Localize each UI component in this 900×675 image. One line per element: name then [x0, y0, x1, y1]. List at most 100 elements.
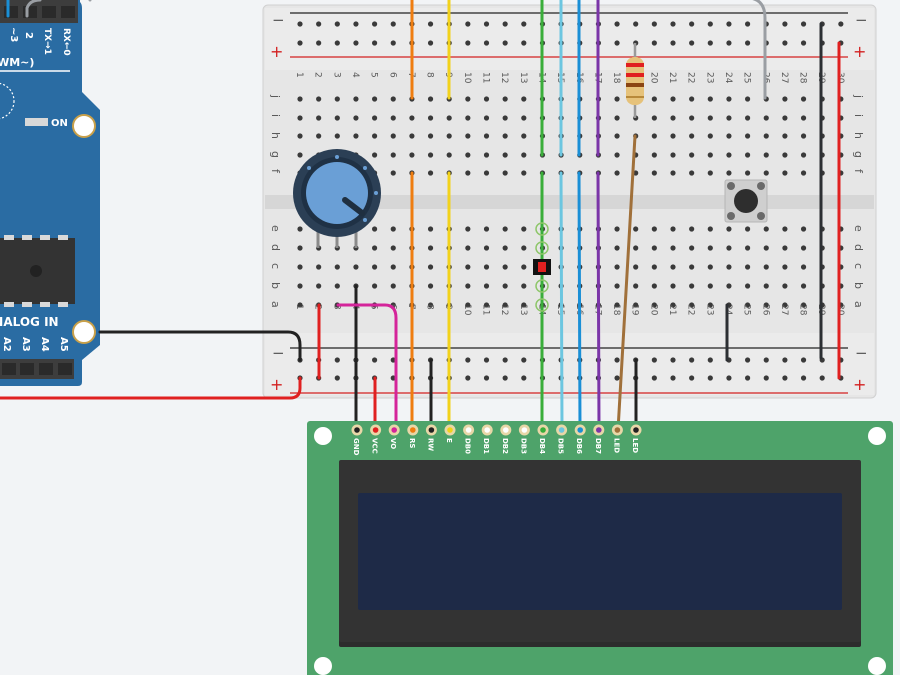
breadboard-hole[interactable] [483, 264, 490, 270]
rail-hole[interactable] [353, 21, 359, 27]
breadboard-hole[interactable] [427, 245, 434, 251]
breadboard-hole[interactable] [483, 115, 490, 121]
breadboard-hole[interactable] [670, 302, 676, 308]
breadboard-hole[interactable] [800, 283, 807, 289]
breadboard-hole[interactable] [521, 152, 527, 158]
breadboard-hole[interactable] [427, 283, 434, 289]
rail-hole[interactable] [689, 40, 695, 46]
breadboard-hole[interactable] [745, 283, 751, 289]
wire-db7-lower[interactable] [596, 171, 601, 432]
rail-hole[interactable] [707, 375, 713, 381]
rail-hole[interactable] [745, 40, 751, 46]
rail-hole[interactable] [334, 357, 340, 363]
breadboard-hole[interactable] [800, 152, 807, 158]
rail-hole[interactable] [707, 21, 713, 27]
rail-hole[interactable] [353, 40, 359, 46]
wire-db5-lower[interactable] [559, 171, 564, 432]
breadboard-hole[interactable] [651, 170, 657, 176]
breadboard-hole[interactable] [800, 133, 807, 139]
breadboard-hole[interactable] [372, 115, 378, 121]
breadboard-hole[interactable] [372, 133, 378, 139]
breadboard-hole[interactable] [465, 152, 471, 158]
breadboard-hole[interactable] [483, 152, 490, 158]
breadboard-hole[interactable] [409, 115, 415, 121]
breadboard-hole[interactable] [707, 302, 713, 308]
rail-hole[interactable] [707, 357, 713, 363]
led-indicator[interactable] [533, 222, 551, 312]
breadboard-hole[interactable] [372, 226, 378, 232]
rail-hole[interactable] [483, 40, 490, 46]
rail-hole[interactable] [633, 21, 639, 27]
rail-hole[interactable] [726, 40, 732, 46]
rail-hole[interactable] [745, 375, 751, 381]
rail-hole[interactable] [707, 40, 713, 46]
rail-hole[interactable] [745, 21, 751, 27]
breadboard-hole[interactable] [651, 226, 657, 232]
breadboard-hole[interactable] [670, 264, 676, 270]
breadboard-hole[interactable] [689, 283, 695, 289]
breadboard-hole[interactable] [707, 133, 713, 139]
rail-hole[interactable] [670, 40, 676, 46]
breadboard-hole[interactable] [782, 264, 788, 270]
breadboard-hole[interactable] [427, 170, 434, 176]
breadboard-hole[interactable] [782, 302, 788, 308]
breadboard-hole[interactable] [614, 283, 620, 289]
breadboard-hole[interactable] [465, 245, 471, 251]
rail-hole[interactable] [521, 40, 527, 46]
wire-arduino-d2[interactable] [25, 0, 42, 18]
pushbutton[interactable] [724, 179, 768, 223]
breadboard-hole[interactable] [633, 226, 639, 232]
breadboard-hole[interactable] [707, 152, 713, 158]
rail-hole[interactable] [521, 357, 527, 363]
breadboard-hole[interactable] [390, 264, 396, 270]
breadboard-hole[interactable] [372, 96, 378, 102]
rail-hole[interactable] [372, 357, 378, 363]
rail-hole[interactable] [726, 375, 732, 381]
rail-hole[interactable] [614, 375, 620, 381]
breadboard-hole[interactable] [334, 264, 340, 270]
rail-hole[interactable] [465, 357, 471, 363]
breadboard-hole[interactable] [297, 283, 303, 289]
digital-header[interactable] [0, 0, 78, 23]
breadboard-hole[interactable] [614, 264, 620, 270]
rail-hole[interactable] [427, 40, 434, 46]
breadboard-hole[interactable] [689, 302, 695, 308]
arduino-board[interactable]: ~3 2 TX→1 RX←0 (PWM~) ON ANALOG IN A2 A3… [0, 0, 100, 386]
breadboard-hole[interactable] [763, 226, 769, 232]
breadboard-hole[interactable] [502, 133, 508, 139]
rail-hole[interactable] [521, 21, 527, 27]
breadboard-hole[interactable] [483, 170, 490, 176]
rail-hole[interactable] [651, 375, 657, 381]
breadboard-hole[interactable] [782, 283, 788, 289]
wire-db6-lower[interactable] [577, 171, 582, 432]
wire-arduino-5v[interactable] [0, 376, 302, 400]
breadboard-hole[interactable] [372, 283, 378, 289]
breadboard-hole[interactable] [763, 283, 769, 289]
breadboard-hole[interactable] [651, 115, 657, 121]
breadboard-hole[interactable] [465, 226, 471, 232]
rail-hole[interactable] [800, 357, 807, 363]
breadboard-hole[interactable] [427, 152, 434, 158]
breadboard-hole[interactable] [726, 170, 732, 176]
breadboard-hole[interactable] [651, 152, 657, 158]
breadboard-hole[interactable] [689, 264, 695, 270]
breadboard-hole[interactable] [800, 115, 807, 121]
rail-hole[interactable] [316, 21, 322, 27]
breadboard-hole[interactable] [427, 264, 434, 270]
breadboard-hole[interactable] [763, 245, 769, 251]
rail-hole[interactable] [502, 375, 508, 381]
breadboard-hole[interactable] [782, 170, 788, 176]
rail-hole[interactable] [372, 21, 378, 27]
breadboard-hole[interactable] [353, 115, 359, 121]
breadboard-hole[interactable] [800, 96, 807, 102]
breadboard-hole[interactable] [446, 115, 452, 121]
breadboard-hole[interactable] [670, 170, 676, 176]
breadboard-hole[interactable] [782, 115, 788, 121]
breadboard-hole[interactable] [409, 152, 415, 158]
breadboard-hole[interactable] [782, 152, 788, 158]
breadboard-hole[interactable] [763, 264, 769, 270]
breadboard-hole[interactable] [390, 152, 396, 158]
breadboard-hole[interactable] [689, 226, 695, 232]
